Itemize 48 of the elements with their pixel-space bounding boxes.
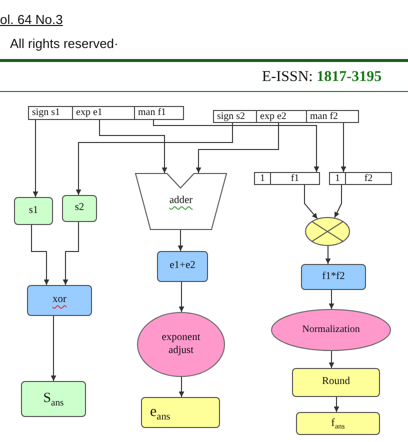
register-box [329,172,392,185]
issue-number: ol. 64 No.3 [0,13,63,28]
process-box: Round [292,368,380,397]
register-field: sign s1 [29,107,73,119]
arrow [50,316,56,382]
process-box: e1+e2 [157,251,208,282]
register-box [254,172,320,185]
arrow [31,224,50,286]
result-box: S$_{ans}$ [21,381,86,417]
arrow [76,122,233,196]
arrow [62,222,79,286]
register-field: f2 [346,173,391,184]
arrow [178,376,184,398]
process-box: f1*f2 [301,264,366,290]
arrow [178,230,184,252]
arrow [340,122,346,172]
arrow [99,118,168,174]
register-field: exp e2 [257,111,307,122]
register-field: 1 [255,173,271,184]
register-field: exp e1 [73,107,135,119]
arrow [153,118,320,172]
process-ellipse: exponent adjust [137,312,225,377]
arrow [328,290,334,310]
register-field: 1 [330,173,346,184]
arrow [304,184,318,220]
register-box [28,106,184,120]
process-box: s2 [62,195,97,222]
issn-number: E-ISSN: 1817-3195 [262,69,382,86]
register-field: man f1 [135,107,183,119]
arrow [32,118,38,198]
register-box [213,110,359,123]
arrow [334,184,342,218]
arrow [328,350,334,368]
circled-cross-icon [305,217,350,246]
adder-trapezoid: adder [135,173,227,230]
arrow [325,246,331,264]
result-box: f$_{ans}$ [296,412,380,435]
result-box: e$_{ans}$ [141,397,220,428]
arrow [196,122,279,174]
copyright-notice: All rights reserved· [10,37,118,52]
process-box: s1 [14,197,53,225]
register-field: man f2 [307,111,358,122]
process-box: xor [27,285,92,316]
register-field: f1 [271,173,319,184]
arrow [334,396,340,412]
register-field: sign s2 [214,111,257,122]
process-ellipse: Normalization [271,309,391,351]
arrow [178,282,184,312]
